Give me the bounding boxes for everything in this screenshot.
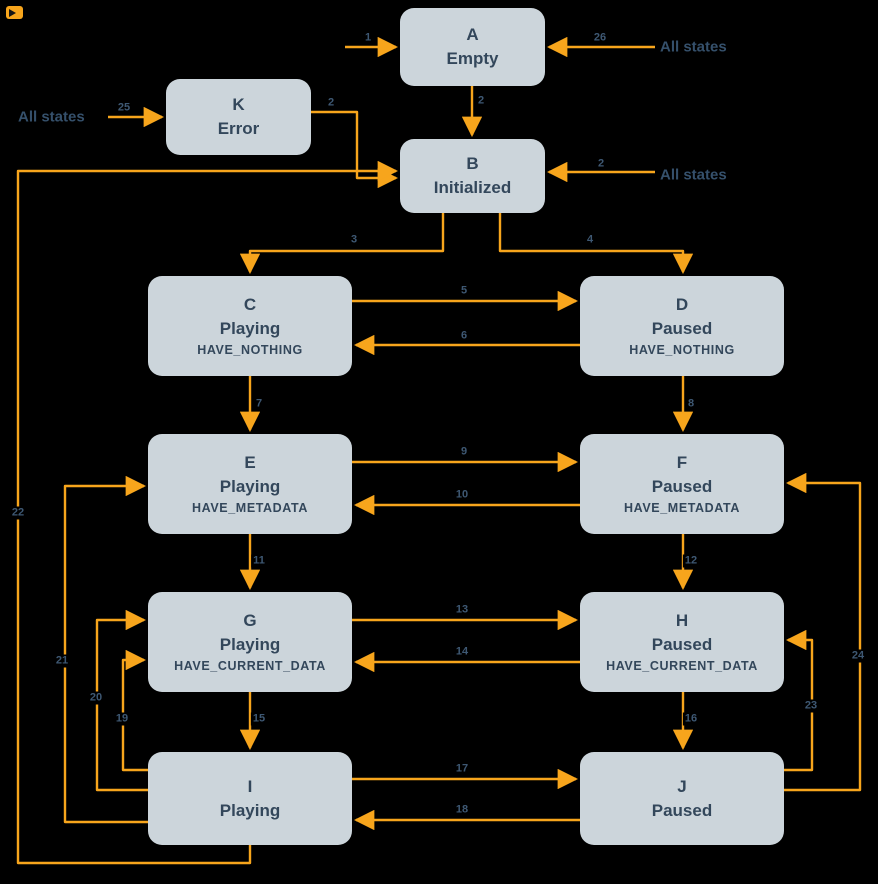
edge-label-1: 1 bbox=[362, 31, 374, 45]
edge-label-25: 25 bbox=[115, 101, 133, 115]
edge-label-12: 12 bbox=[682, 554, 700, 568]
edge-label-8: 8 bbox=[685, 397, 697, 411]
node-letter: E bbox=[244, 453, 256, 472]
edge-label-9: 9 bbox=[458, 445, 470, 459]
edge-label-13: 13 bbox=[453, 603, 471, 617]
node-title: Paused bbox=[651, 635, 713, 654]
node-H-paused-have-current-data: H Paused HAVE_CURRENT_DATA bbox=[580, 592, 784, 692]
node-letter: G bbox=[243, 611, 257, 630]
node-C-playing-have-nothing: C Playing HAVE_NOTHING bbox=[148, 276, 352, 376]
node-letter: F bbox=[676, 453, 688, 472]
node-subtitle: HAVE_METADATA bbox=[624, 501, 740, 515]
edge-label-4: 4 bbox=[584, 233, 596, 247]
node-title: Initialized bbox=[433, 178, 512, 197]
node-title: Paused bbox=[651, 477, 713, 496]
edge-label-10: 10 bbox=[453, 488, 471, 502]
edge-label-2b: 2 bbox=[325, 96, 337, 110]
node-title: Playing bbox=[219, 477, 281, 496]
node-subtitle: HAVE_METADATA bbox=[192, 501, 308, 515]
node-G-playing-have-current-data: G Playing HAVE_CURRENT_DATA bbox=[148, 592, 352, 692]
all-states-label-top: All states bbox=[660, 38, 727, 56]
node-letter: H bbox=[675, 611, 689, 630]
edge-label-16: 16 bbox=[682, 712, 700, 726]
edge-label-2c: 2 bbox=[595, 157, 607, 171]
edge-label-23: 23 bbox=[802, 699, 820, 713]
node-title: Playing bbox=[219, 800, 281, 820]
edge-4-line bbox=[498, 213, 694, 275]
node-letter: A bbox=[466, 25, 479, 44]
node-A-empty: A Empty bbox=[400, 8, 545, 86]
edge-label-19: 19 bbox=[113, 712, 131, 726]
edge-label-6: 6 bbox=[458, 329, 470, 343]
edge-22-line bbox=[16, 160, 399, 865]
edge-20-line bbox=[95, 609, 148, 792]
edge-label-24: 24 bbox=[849, 649, 867, 663]
edge-label-21: 21 bbox=[53, 654, 71, 668]
node-letter: D bbox=[675, 295, 689, 314]
node-title: Paused bbox=[651, 319, 713, 338]
node-B-initialized: B Initialized bbox=[400, 139, 545, 213]
edge-2b-line bbox=[311, 110, 399, 189]
node-K-error: K Error bbox=[166, 79, 311, 155]
node-subtitle: HAVE_CURRENT_DATA bbox=[606, 659, 758, 673]
edge-label-18: 18 bbox=[453, 803, 471, 817]
node-title: Paused bbox=[651, 800, 713, 820]
node-E-playing-have-metadata: E Playing HAVE_METADATA bbox=[148, 434, 352, 534]
node-title: Empty bbox=[446, 49, 499, 68]
node-F-paused-have-metadata: F Paused HAVE_METADATA bbox=[580, 434, 784, 534]
edge-3-line bbox=[239, 213, 445, 275]
all-states-label-right: All states bbox=[660, 166, 727, 184]
node-letter: K bbox=[232, 95, 245, 114]
edge-label-3: 3 bbox=[348, 233, 360, 247]
all-states-label-left: All states bbox=[18, 108, 85, 126]
node-subtitle: HAVE_NOTHING bbox=[197, 343, 303, 357]
node-I-playing: I Playing bbox=[148, 752, 352, 845]
node-subtitle: HAVE_NOTHING bbox=[629, 343, 735, 357]
edge-label-2a: 2 bbox=[475, 94, 487, 108]
edge-label-26: 26 bbox=[591, 31, 609, 45]
play-triangle-icon bbox=[9, 8, 16, 17]
node-D-paused-have-nothing: D Paused HAVE_NOTHING bbox=[580, 276, 784, 376]
node-letter: B bbox=[466, 154, 479, 173]
edge-label-7: 7 bbox=[253, 397, 265, 411]
edge-label-14: 14 bbox=[453, 645, 471, 659]
edge-21-line bbox=[63, 475, 148, 824]
play-logo-icon bbox=[6, 6, 23, 19]
node-J-paused: J Paused bbox=[580, 752, 784, 845]
node-title: Playing bbox=[219, 319, 281, 338]
node-title: Error bbox=[217, 119, 260, 138]
edge-24-line bbox=[784, 472, 862, 792]
node-letter: I bbox=[247, 776, 253, 796]
edge-label-5: 5 bbox=[458, 284, 470, 298]
edge-label-17: 17 bbox=[453, 762, 471, 776]
edge-label-15: 15 bbox=[250, 712, 268, 726]
edge-label-11: 11 bbox=[251, 554, 267, 568]
edge-label-20: 20 bbox=[87, 691, 105, 705]
node-subtitle: HAVE_CURRENT_DATA bbox=[174, 659, 326, 673]
node-letter: C bbox=[243, 295, 257, 314]
node-letter: J bbox=[677, 776, 687, 796]
edge-label-22: 22 bbox=[9, 506, 27, 520]
node-title: Playing bbox=[219, 635, 281, 654]
